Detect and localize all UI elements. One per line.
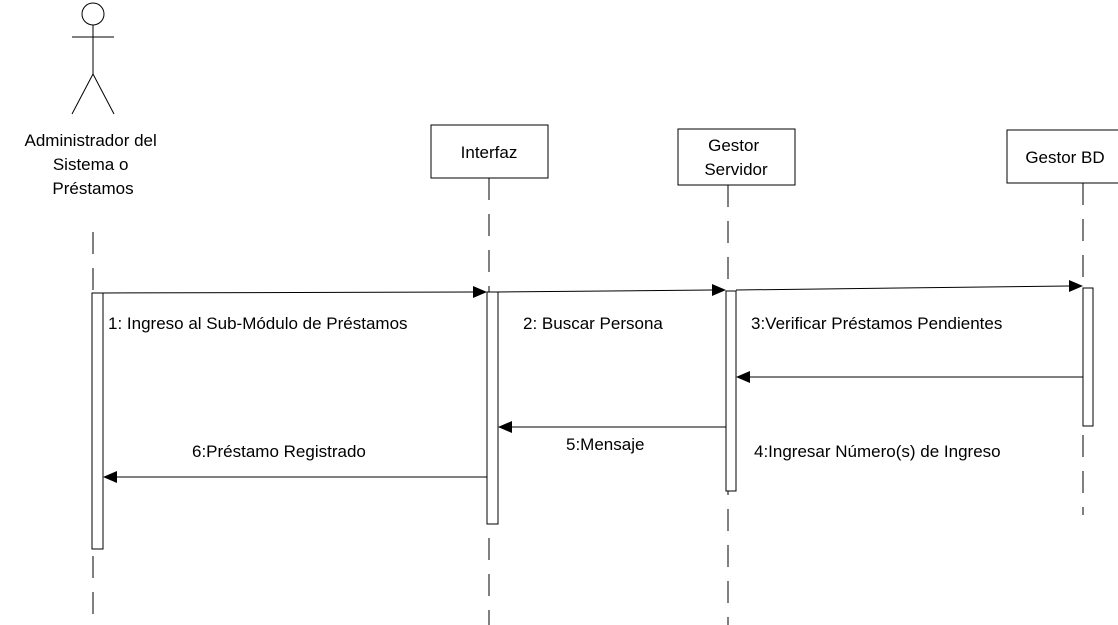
participant-label-gestor-servidor: Gestor Servidor	[704, 136, 768, 179]
message-4-label: 4:Ingresar Número(s) de Ingreso	[754, 442, 1001, 461]
message-2-label: 2: Buscar Persona	[523, 314, 663, 333]
activation-gestor-bd	[1082, 287, 1094, 427]
participant-box-gestor-bd	[1006, 129, 1118, 184]
message-1-label: 1: Ingreso al Sub-Módulo de Préstamos	[108, 314, 408, 333]
message-2-arrowhead	[712, 284, 726, 296]
message-5-label: 5:Mensaje	[566, 435, 644, 454]
participant-label-gestor-bd: Gestor BD	[1025, 148, 1104, 167]
participant-label-gestor-servidor-line-1: Gestor	[708, 136, 759, 155]
actor-label-line-3: Préstamos	[52, 179, 133, 198]
message-6-arrowhead	[103, 471, 117, 483]
message-3-label: 3:Verificar Préstamos Pendientes	[751, 314, 1002, 333]
message-1-line	[102, 291, 474, 294]
participant-label-interfaz-line-1: Interfaz	[461, 143, 518, 162]
activation-actor	[91, 292, 104, 550]
message-5-arrowhead	[498, 421, 512, 433]
activation-interfaz	[486, 291, 499, 525]
participant-label-interfaz: Interfaz	[461, 143, 518, 162]
message-6-label: 6:Préstamo Registrado	[192, 442, 366, 461]
actor-figure	[71, 2, 115, 115]
participant-label-gestor-servidor-line-2: Servidor	[704, 160, 768, 179]
activation-gestor-servidor	[725, 290, 737, 492]
message-2-line	[497, 289, 713, 293]
actor-label-line-1: Administrador del	[24, 131, 156, 150]
participant-label-gestor-bd-line-1: Gestor BD	[1025, 148, 1104, 167]
message-1-arrowhead	[473, 286, 487, 298]
message-3-arrowhead	[1069, 280, 1083, 292]
message-3-line	[735, 285, 1070, 291]
message-4-arrowhead	[736, 371, 750, 383]
participant-box-interfaz	[430, 124, 549, 179]
actor-label: Administrador del Sistema o Préstamos	[24, 131, 161, 198]
participant-box-gestor-servidor	[677, 128, 796, 186]
actor-label-line-2: Sistema o	[53, 155, 129, 174]
